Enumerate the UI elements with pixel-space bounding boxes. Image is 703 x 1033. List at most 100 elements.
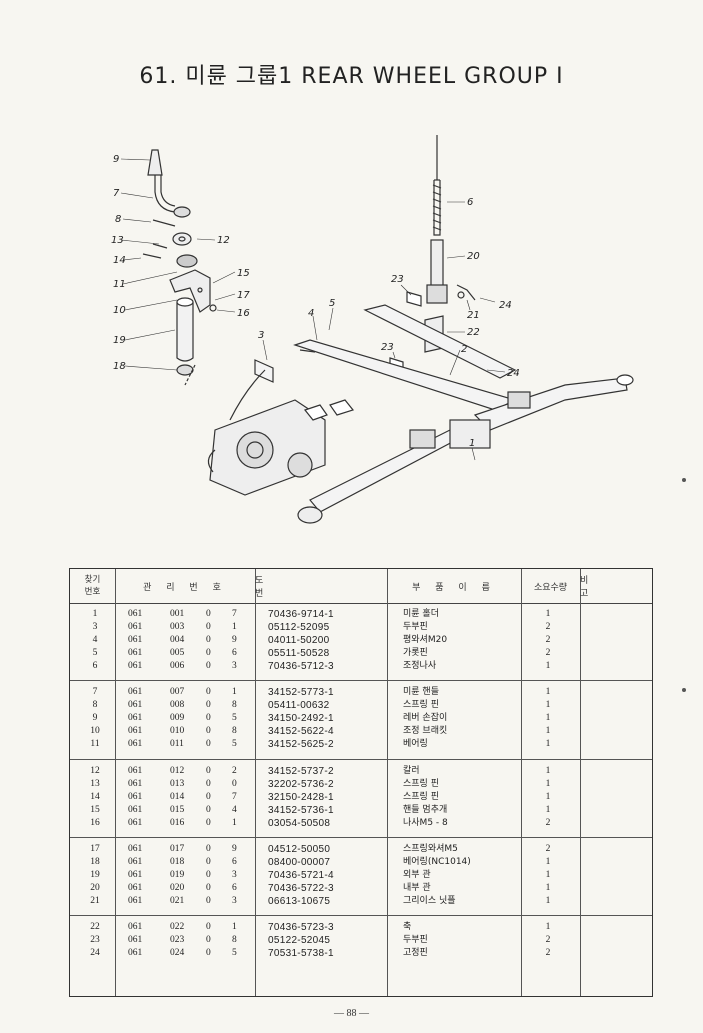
cell-m3: 0 xyxy=(206,648,211,658)
cell-m4: 1 xyxy=(232,622,237,632)
cell-m4: 1 xyxy=(232,687,237,697)
column-divider xyxy=(521,569,522,996)
cell-item: 10 xyxy=(90,726,100,736)
header-drawing-no: 도 번 xyxy=(255,576,304,599)
cell-m1: 061 xyxy=(128,883,143,893)
callout-23-lower: 23 xyxy=(381,342,394,353)
cell-m2: 003 xyxy=(170,622,185,632)
cell-m1: 061 xyxy=(128,805,143,815)
callout-1: 1 xyxy=(469,438,475,449)
cell-part: 34152-5773-1 xyxy=(268,687,334,698)
cell-part: 08400-00007 xyxy=(268,857,331,868)
cell-part: 06613-10675 xyxy=(268,896,331,907)
cell-m2: 010 xyxy=(170,726,185,736)
cell-qty: 1 xyxy=(545,687,551,697)
callout-13: 13 xyxy=(111,235,124,246)
cell-m1: 061 xyxy=(128,609,143,619)
cell-item: 12 xyxy=(90,766,100,776)
cell-m2: 001 xyxy=(170,609,185,619)
column-divider xyxy=(387,569,388,996)
cell-qty: 2 xyxy=(545,622,551,632)
scan-speck xyxy=(682,688,686,692)
cell-m3: 0 xyxy=(206,766,211,776)
cell-m4: 0 xyxy=(232,779,237,789)
cell-m2: 018 xyxy=(170,857,185,867)
cell-m3: 0 xyxy=(206,922,211,932)
cell-qty: 1 xyxy=(545,700,551,710)
cell-m1: 061 xyxy=(128,648,143,658)
cell-part: 70531-5738-1 xyxy=(268,948,334,959)
cell-m4: 5 xyxy=(232,713,237,723)
cell-qty: 1 xyxy=(545,739,551,749)
cell-name: 미륜 핸들 xyxy=(403,687,439,697)
cell-name: 미륜 홀더 xyxy=(403,609,439,619)
cell-m1: 061 xyxy=(128,713,143,723)
cell-m3: 0 xyxy=(206,609,211,619)
callout-4: 4 xyxy=(308,308,314,319)
callout-20: 20 xyxy=(467,251,480,262)
column-divider xyxy=(580,569,581,996)
cell-m1: 061 xyxy=(128,818,143,828)
page-number: — 88 — xyxy=(334,1008,369,1019)
cell-m4: 7 xyxy=(232,792,237,802)
cell-m3: 0 xyxy=(206,883,211,893)
cell-name: 나사M5 - 8 xyxy=(403,818,448,828)
callout-23-upper: 23 xyxy=(391,274,404,285)
callout-9: 9 xyxy=(113,154,119,165)
callout-7: 7 xyxy=(113,188,120,199)
cell-m3: 0 xyxy=(206,857,211,867)
cell-part: 32202-5736-2 xyxy=(268,779,334,790)
cell-m2: 013 xyxy=(170,779,185,789)
cell-m2: 012 xyxy=(170,766,185,776)
cell-item: 17 xyxy=(90,844,100,854)
cell-m4: 8 xyxy=(232,700,237,710)
cell-part: 32150-2428-1 xyxy=(268,792,334,803)
cell-m2: 011 xyxy=(170,739,184,749)
exploded-parts-diagram: 9 7 8 13 12 14 11 15 17 10 16 19 18 3 4 … xyxy=(111,135,634,524)
cell-m4: 4 xyxy=(232,805,237,815)
cell-m3: 0 xyxy=(206,792,211,802)
cell-m2: 009 xyxy=(170,713,185,723)
cell-m4: 9 xyxy=(232,844,237,854)
cell-m2: 014 xyxy=(170,792,185,802)
cell-item: 9 xyxy=(92,713,98,723)
cell-m2: 024 xyxy=(170,948,185,958)
group-divider xyxy=(70,915,652,916)
cell-m1: 061 xyxy=(128,622,143,632)
cell-m4: 7 xyxy=(232,609,237,619)
cell-m1: 061 xyxy=(128,792,143,802)
cell-m3: 0 xyxy=(206,726,211,736)
callout-14: 14 xyxy=(113,255,126,266)
cell-qty: 1 xyxy=(545,713,551,723)
callout-19: 19 xyxy=(113,335,126,346)
cell-m2: 015 xyxy=(170,805,185,815)
column-divider xyxy=(115,569,116,996)
cell-m1: 061 xyxy=(128,700,143,710)
cell-m3: 0 xyxy=(206,687,211,697)
cell-qty: 2 xyxy=(545,935,551,945)
cell-name: 그리이스 닛플 xyxy=(403,896,456,906)
cell-name: 조정 브래킷 xyxy=(403,726,448,736)
callout-11: 11 xyxy=(113,279,126,290)
table-header xyxy=(70,569,652,604)
cell-qty: 2 xyxy=(545,635,551,645)
cell-m1: 061 xyxy=(128,779,143,789)
cell-m2: 017 xyxy=(170,844,185,854)
cell-m4: 9 xyxy=(232,635,237,645)
cell-qty: 1 xyxy=(545,883,551,893)
cell-m4: 2 xyxy=(232,766,237,776)
cell-qty: 2 xyxy=(545,844,551,854)
column-divider xyxy=(255,569,256,996)
cell-item: 7 xyxy=(92,687,98,697)
page-title: 61. 미륜 그룹1 REAR WHEEL GROUP I xyxy=(139,64,564,89)
cell-item: 5 xyxy=(92,648,98,658)
